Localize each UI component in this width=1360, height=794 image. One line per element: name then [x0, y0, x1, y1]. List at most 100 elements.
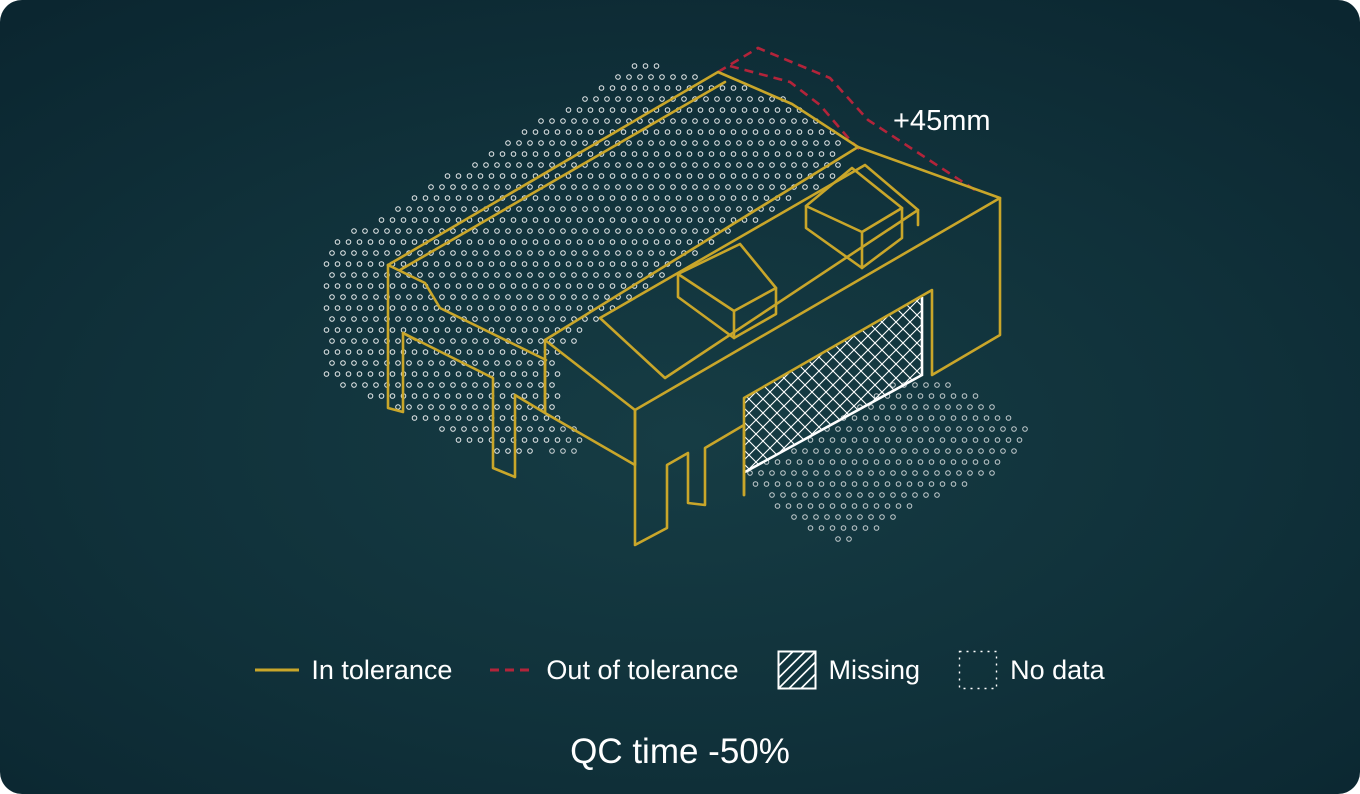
scan-point — [846, 514, 852, 520]
scan-point — [1005, 415, 1012, 421]
scan-point — [367, 305, 374, 311]
scan-point — [824, 470, 830, 476]
scan-point — [862, 437, 869, 443]
scan-point — [411, 195, 418, 201]
scan-point — [455, 195, 462, 201]
scan-point — [472, 382, 478, 388]
scan-point — [587, 239, 594, 245]
scan-point — [499, 415, 506, 421]
scan-point — [373, 360, 379, 366]
scan-point — [466, 283, 473, 289]
scan-point — [928, 437, 935, 443]
scan-point — [774, 481, 781, 487]
scan-point — [593, 272, 599, 278]
scan-point — [725, 184, 731, 190]
scan-point — [516, 162, 522, 168]
scan-point — [554, 151, 561, 157]
scan-point — [697, 85, 704, 91]
scan-point — [549, 250, 555, 256]
scan-point — [862, 503, 869, 509]
out-of-tolerance-outline — [717, 46, 976, 192]
scan-point — [549, 206, 555, 212]
scan-point — [329, 294, 335, 300]
scan-point — [571, 272, 577, 278]
missing-region — [744, 297, 924, 474]
scan-point — [719, 85, 726, 91]
scan-point — [818, 129, 825, 135]
scan-point — [763, 151, 770, 157]
scan-point — [807, 525, 814, 531]
scan-point — [395, 272, 401, 278]
scan-point — [527, 162, 533, 168]
scan-point — [906, 415, 913, 421]
scan-point — [521, 437, 528, 443]
scan-point — [593, 184, 599, 190]
scan-point — [659, 74, 665, 80]
scan-point — [840, 437, 847, 443]
scan-point — [818, 437, 825, 443]
scan-point — [642, 239, 649, 245]
scan-point — [862, 481, 869, 487]
in-tolerance-model — [386, 70, 1002, 547]
scan-point — [323, 327, 330, 333]
scan-point — [593, 316, 599, 322]
scan-point — [494, 316, 500, 322]
scan-point — [747, 118, 753, 124]
out-of-tolerance-outline-inner — [729, 64, 861, 151]
scan-point — [472, 404, 478, 410]
scan-point — [516, 316, 522, 322]
scan-point — [675, 85, 682, 91]
scan-point — [950, 437, 957, 443]
scan-point — [873, 481, 880, 487]
scan-point — [576, 437, 583, 443]
scan-point — [912, 426, 918, 432]
scan-point — [802, 162, 808, 168]
scan-point — [626, 228, 632, 234]
scan-point — [923, 382, 929, 388]
legend-label-out-of-tolerance: Out of tolerance — [546, 654, 739, 685]
scan-point — [466, 239, 473, 245]
scan-point — [846, 448, 852, 454]
scan-point — [763, 107, 770, 113]
scan-point — [516, 140, 522, 146]
scan-point — [554, 217, 561, 223]
scan-point — [532, 217, 539, 223]
scan-point — [631, 217, 638, 223]
scan-point — [593, 118, 599, 124]
scan-point — [912, 448, 918, 454]
scan-point — [593, 250, 599, 256]
scan-point — [334, 349, 341, 355]
scan-point — [989, 470, 995, 476]
scan-point — [785, 151, 792, 157]
scan-point — [417, 272, 423, 278]
scan-point — [620, 283, 627, 289]
scan-point — [648, 250, 654, 256]
scan-point — [340, 250, 346, 256]
scan-point — [532, 393, 539, 399]
scan-point — [576, 129, 583, 135]
scan-point — [400, 327, 407, 333]
scan-point — [1022, 426, 1028, 432]
scan-point — [400, 239, 407, 245]
scan-point — [774, 107, 781, 113]
scan-point — [587, 173, 594, 179]
scan-point — [417, 404, 423, 410]
point-cloud-scan — [323, 63, 1028, 542]
scan-point — [846, 426, 852, 432]
offset-annotation: +45mm — [893, 105, 991, 137]
scan-point — [895, 393, 902, 399]
scan-point — [499, 283, 506, 289]
scan-point — [499, 173, 506, 179]
scan-point — [598, 85, 605, 91]
scan-point — [796, 129, 803, 135]
scan-point — [939, 437, 946, 443]
scan-point — [576, 283, 583, 289]
scan-point — [972, 415, 979, 421]
scan-point — [659, 250, 665, 256]
scan-point — [411, 393, 418, 399]
scan-point — [389, 393, 396, 399]
scan-point — [510, 239, 517, 245]
scan-point — [554, 283, 561, 289]
scan-point — [648, 184, 654, 190]
